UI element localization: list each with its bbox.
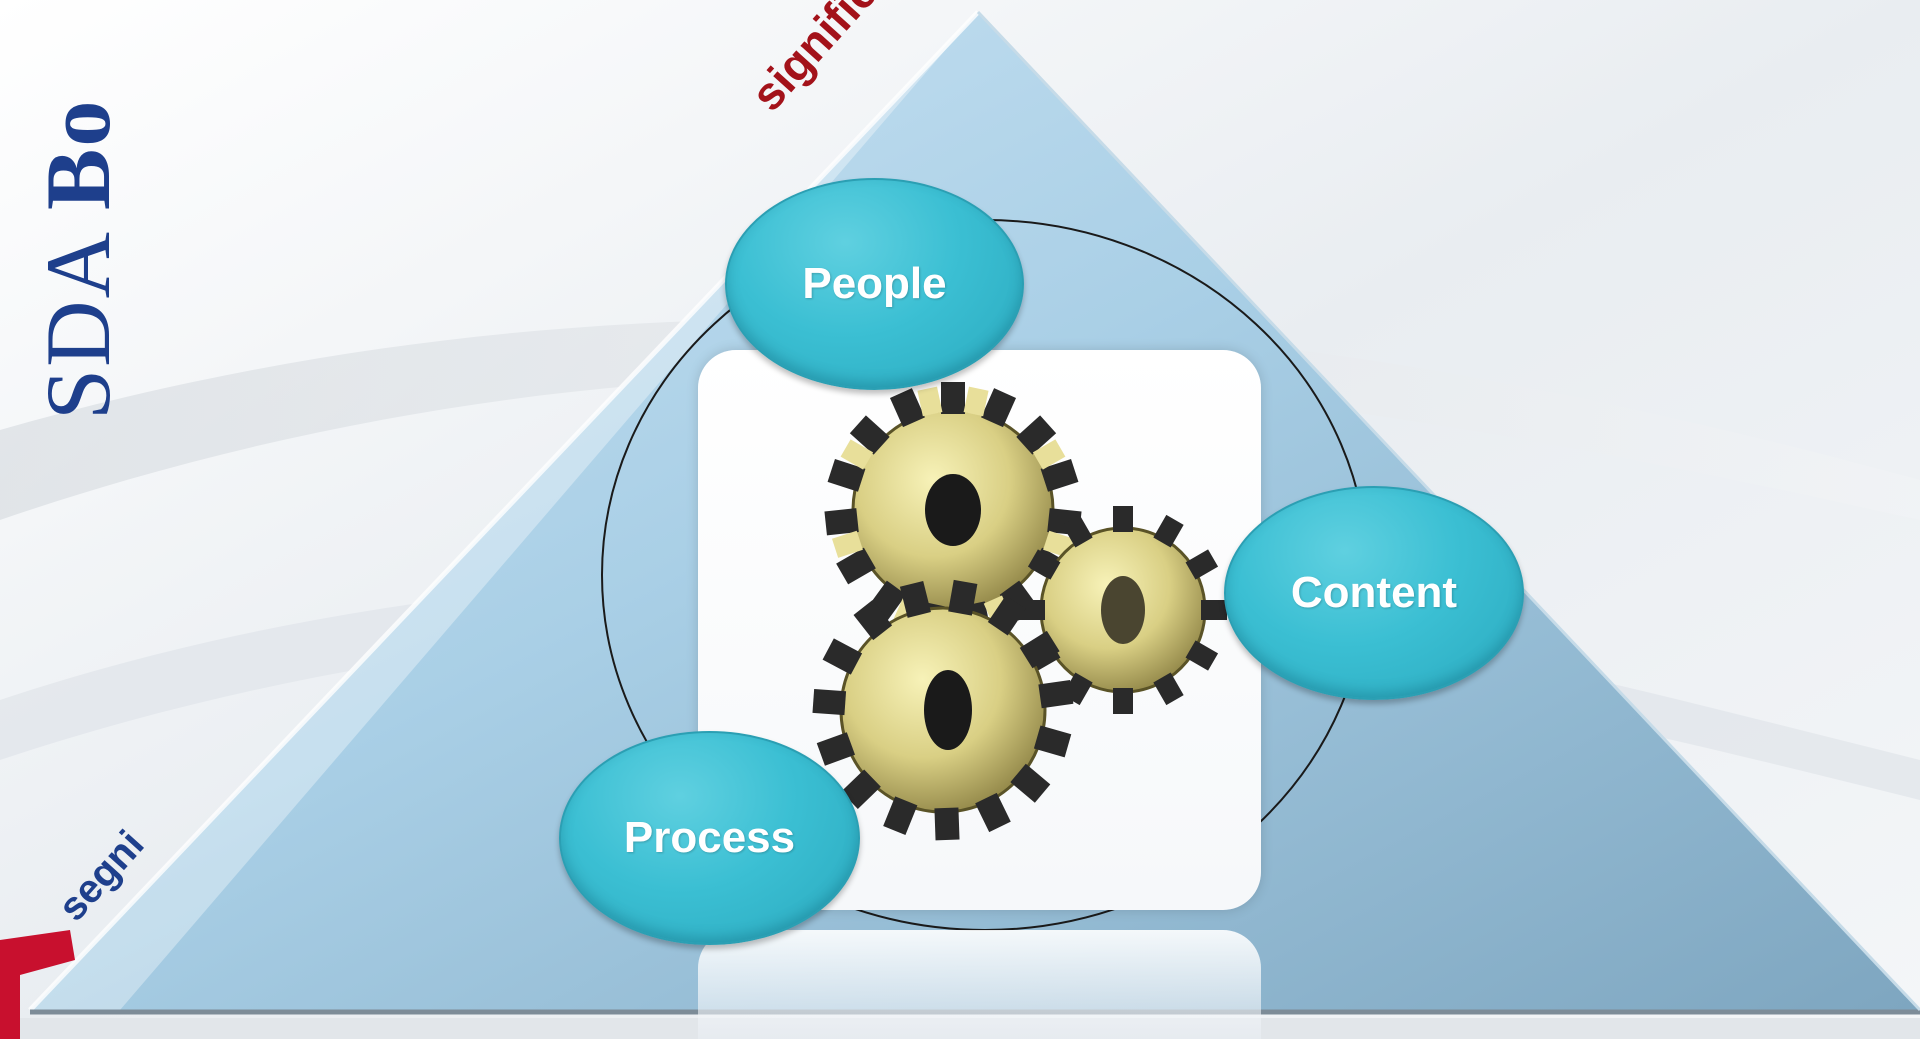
node-content: Content (1224, 486, 1524, 700)
node-people: People (725, 178, 1024, 390)
brand-name-regular: SDA (27, 210, 129, 420)
node-process-label: Process (623, 813, 796, 862)
brand-name-bold: Bo (27, 98, 129, 211)
gears-icon (812, 382, 1227, 841)
logo-mark-icon (0, 930, 75, 1039)
node-people-label: People (802, 259, 947, 308)
brand-logo-text: SDA Bo (25, 99, 131, 420)
triangle-edge-left (28, 10, 980, 1012)
node-content-label: Content (1290, 568, 1458, 617)
gears-panel-reflection (698, 930, 1261, 1039)
node-process: Process (559, 731, 860, 945)
background-wave (0, 318, 1920, 520)
